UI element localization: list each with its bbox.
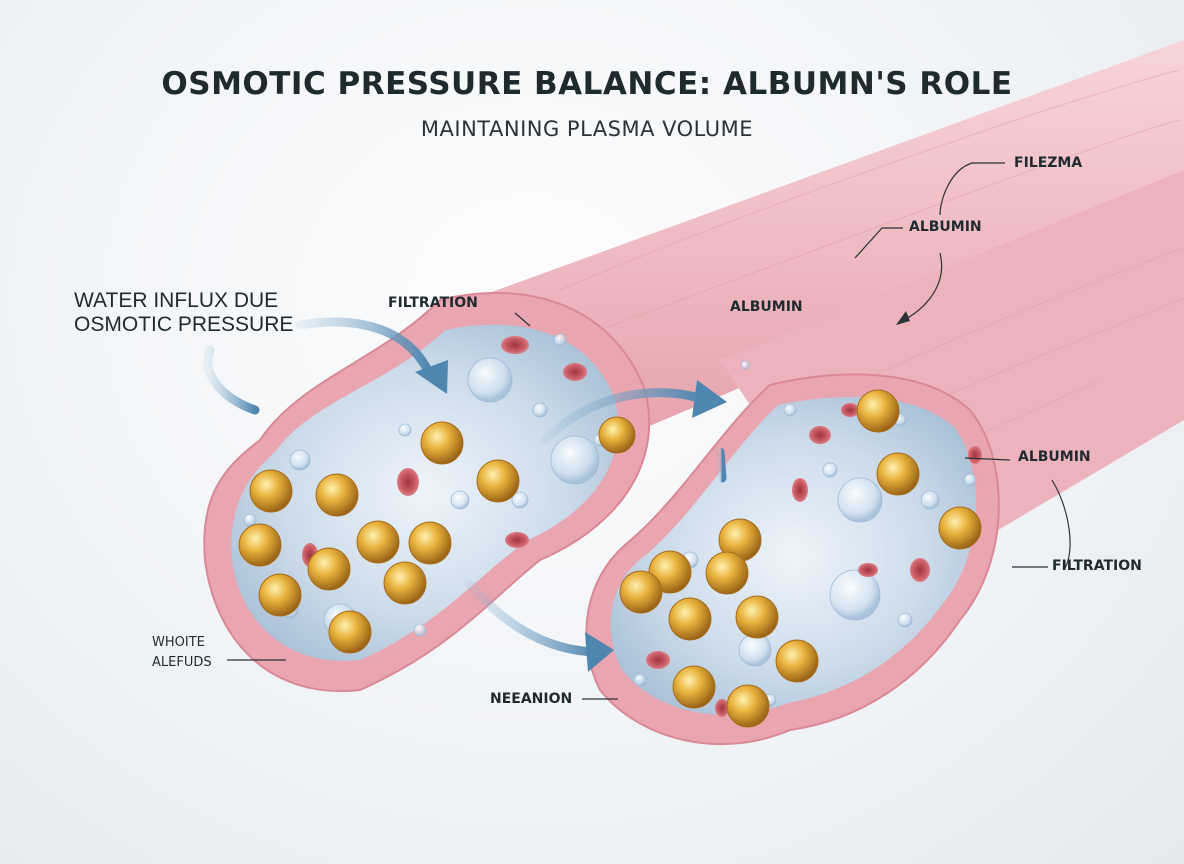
page-title: OSMOTIC PRESSURE BALANCE: ALBUMN'S ROLE bbox=[161, 66, 1013, 102]
label-filezma: FILEZMA bbox=[1014, 155, 1083, 171]
label-whoite-line1: WHOITE bbox=[152, 635, 205, 650]
label-water-influx: WATER INFLUX DUE OSMOTIC PRESSURE bbox=[74, 289, 293, 337]
upper-vessel-body bbox=[470, 40, 1184, 430]
label-whoite: WHOITE ALEFUDS bbox=[152, 633, 212, 673]
flow-arrows bbox=[203, 317, 727, 657]
label-albumin-right: ALBUMIN bbox=[1018, 449, 1091, 465]
albumin-particles bbox=[238, 389, 982, 728]
page-subtitle: MAINTANING PLASMA VOLUME bbox=[420, 117, 754, 141]
label-neeanion: NEEANION bbox=[490, 691, 573, 707]
label-water-influx-line2: OSMOTIC PRESSURE bbox=[74, 313, 294, 336]
label-filtration-top: FILTRATION bbox=[388, 295, 478, 311]
label-whoite-line2: ALEFUDS bbox=[152, 655, 212, 670]
label-water-influx-line1: WATER INFLUX DUE bbox=[74, 289, 279, 312]
red-blood-cells bbox=[302, 336, 982, 717]
label-filtration-right: FILTRATION bbox=[1052, 558, 1142, 574]
label-albumin-upper-right: ALBUMIN bbox=[909, 219, 982, 235]
label-albumin-middle: ALBUMIN bbox=[730, 299, 803, 315]
arrowheads bbox=[415, 360, 727, 672]
